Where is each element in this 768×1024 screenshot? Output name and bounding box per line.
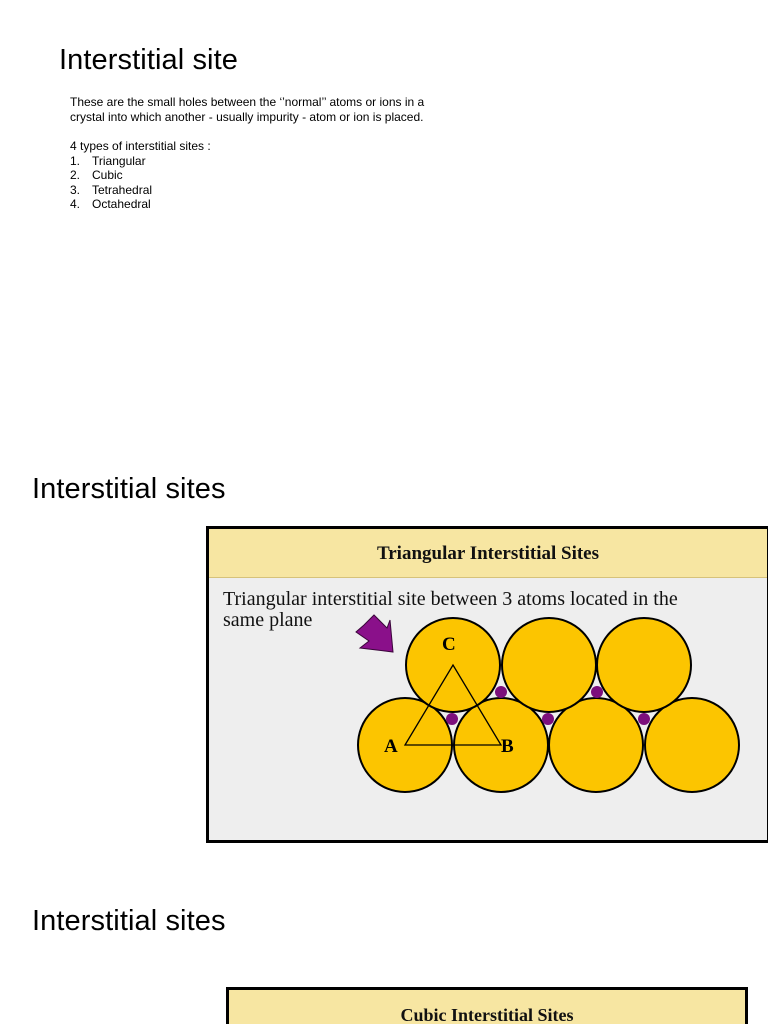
types-list: 1. Triangular 2. Cubic 3. Tetrahedral 4.…	[70, 154, 450, 212]
list-label: Octahedral	[92, 197, 151, 211]
list-item: 4. Octahedral	[70, 197, 450, 212]
figure-header: Triangular Interstitial Sites	[209, 529, 767, 578]
atom-diagram: A B C	[355, 614, 740, 793]
types-label: 4 types of interstitial sites :	[70, 139, 211, 153]
figure-caption: Triangular interstitial site between 3 a…	[223, 588, 678, 631]
interstitial-site	[591, 686, 603, 698]
list-number: 2.	[70, 168, 81, 182]
slide-triangular-sites: Interstitial sites A B C Triangular Inte…	[0, 440, 768, 870]
list-label: Triangular	[92, 153, 146, 168]
list-label: Tetrahedral	[92, 182, 153, 197]
slide-title: Interstitial sites	[32, 473, 226, 505]
list-item: 1. Triangular	[70, 154, 450, 169]
slide-title: Interstitial site	[59, 44, 238, 76]
triangle-outline	[403, 663, 503, 746]
slide-interstitial-site: Interstitial site These are the small ho…	[0, 0, 768, 440]
list-number: 4.	[70, 197, 81, 211]
figure-header: Cubic Interstitial Sites	[229, 990, 745, 1024]
interstitial-site	[495, 686, 507, 698]
label-c: C	[442, 634, 456, 655]
label-a: A	[384, 736, 398, 757]
triangular-sites-figure: A B C Triangular Interstitial Sites Tria…	[206, 526, 768, 843]
slide-title: Interstitial sites	[32, 905, 226, 937]
arrow-icon	[355, 614, 394, 653]
atom	[548, 697, 644, 793]
interstitial-site	[446, 713, 458, 725]
list-number: 1.	[70, 153, 81, 168]
atoms-layer	[357, 617, 740, 793]
atom	[501, 617, 597, 713]
list-label: Cubic	[92, 168, 123, 182]
list-number: 3.	[70, 182, 81, 197]
cubic-sites-figure: Cubic Interstitial Sites	[226, 987, 748, 1024]
interstitial-site	[638, 713, 650, 725]
atom	[596, 617, 692, 713]
slide-cubic-sites: Interstitial sites Cubic Interstitial Si…	[0, 870, 768, 1024]
label-b: B	[501, 736, 514, 757]
definition-text: These are the small holes between the ‘’…	[70, 95, 425, 124]
list-item: 2. Cubic	[70, 168, 450, 183]
list-item: 3. Tetrahedral	[70, 183, 450, 198]
interstitial-site	[542, 713, 554, 725]
slide-body: These are the small holes between the ‘’…	[70, 95, 450, 212]
atom	[644, 697, 740, 793]
interstitial-sites-layer	[446, 686, 650, 725]
